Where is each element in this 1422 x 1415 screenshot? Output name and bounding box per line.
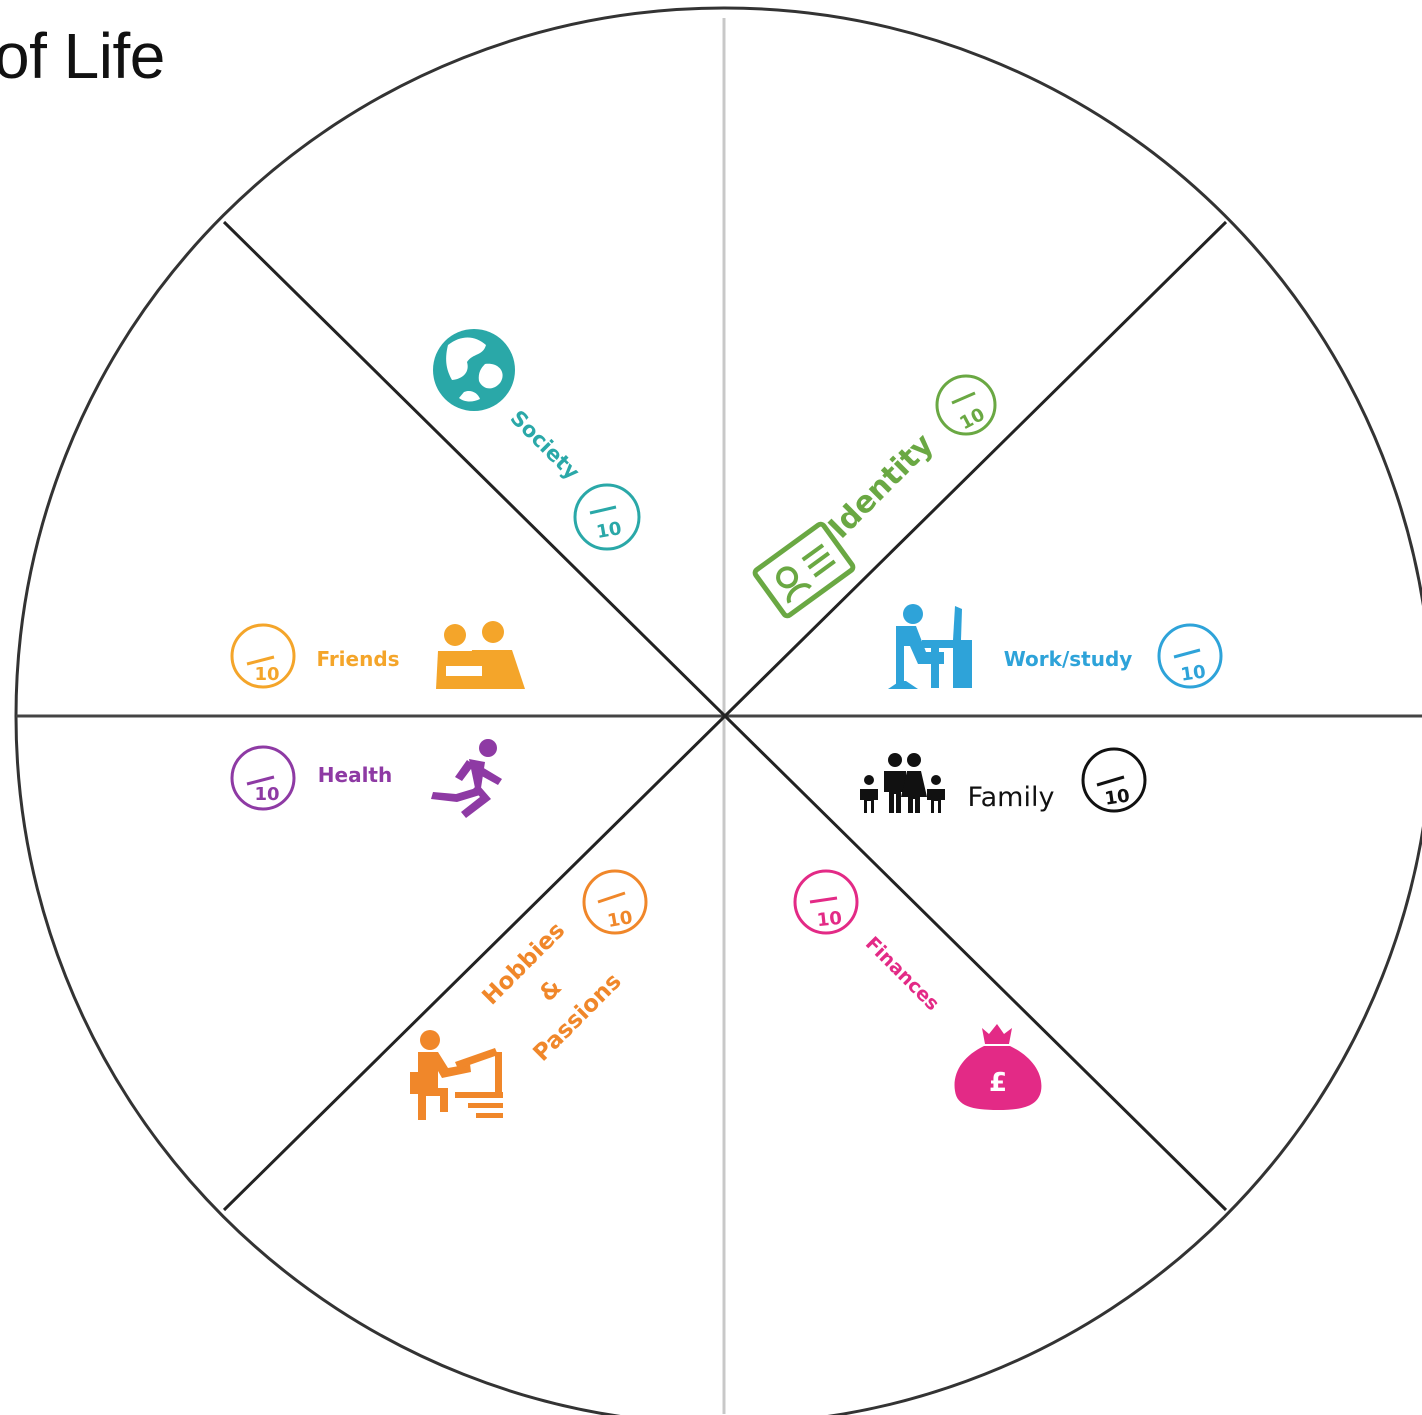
- finances-label: Finances: [861, 932, 944, 1015]
- friends-score-denominator: 10: [254, 664, 279, 685]
- hobbies-score-circle[interactable]: 10: [582, 869, 648, 935]
- identity-score-circle[interactable]: 10: [935, 374, 997, 436]
- finances-score-denominator: 10: [816, 908, 843, 932]
- id-card-icon: [752, 521, 856, 619]
- family-score-circle[interactable]: 10: [1081, 747, 1147, 813]
- segment-work-study[interactable]: Work/study 10: [888, 604, 1223, 689]
- desk-worker-icon: [888, 604, 972, 689]
- runner-icon: [431, 739, 502, 818]
- family-label: Family: [968, 782, 1055, 813]
- family-icon: [860, 753, 945, 813]
- friends-label: Friends: [316, 647, 399, 671]
- work-study-score-denominator: 10: [1179, 661, 1207, 685]
- friends-icon: [436, 621, 525, 689]
- segment-family[interactable]: Family 10: [860, 747, 1147, 813]
- identity-label: Identity: [822, 427, 941, 546]
- segment-identity[interactable]: Identity 10: [752, 374, 997, 619]
- hobbies-label-line-2: &: [534, 974, 567, 1007]
- segment-health[interactable]: 10 Health: [230, 739, 502, 818]
- society-score-denominator: 10: [595, 518, 623, 543]
- segment-friends[interactable]: 10 Friends: [230, 621, 525, 689]
- finances-score-circle[interactable]: 10: [793, 869, 859, 935]
- health-score-circle[interactable]: 10: [230, 745, 296, 811]
- health-score-denominator: 10: [254, 784, 279, 805]
- society-label: Society: [506, 406, 585, 485]
- hobbies-score-denominator: 10: [606, 907, 634, 932]
- friends-score-circle[interactable]: 10: [230, 623, 296, 689]
- family-score-denominator: 10: [1103, 785, 1131, 809]
- diagonal-divider-b: [222, 220, 1228, 1212]
- page-title: of Life: [0, 20, 165, 92]
- money-bag-icon: £: [954, 1024, 1042, 1110]
- segment-society[interactable]: Society 10: [433, 329, 641, 551]
- painter-icon: [410, 1030, 503, 1120]
- work-study-label: Work/study: [1004, 647, 1133, 671]
- work-study-score-circle[interactable]: 10: [1157, 623, 1223, 689]
- pound-symbol: £: [989, 1068, 1007, 1098]
- society-score-circle[interactable]: 10: [573, 483, 641, 551]
- globe-icon: [433, 329, 515, 411]
- hobbies-label-group: Hobbies & Passions: [477, 917, 626, 1066]
- health-label: Health: [318, 763, 392, 787]
